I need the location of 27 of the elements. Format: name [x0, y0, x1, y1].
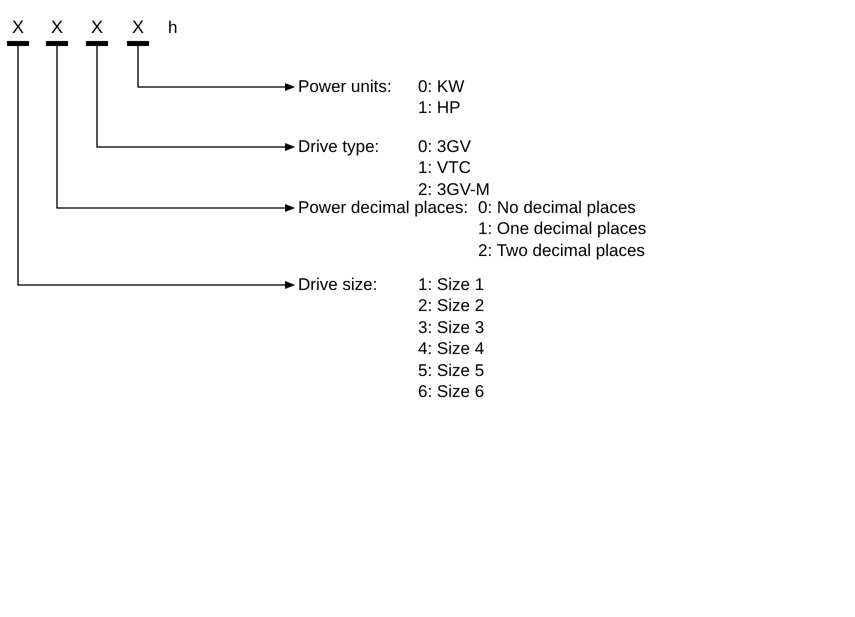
arrow [137, 46, 295, 91]
option-text: 1: VTC [418, 158, 471, 178]
option-text: 1: HP [418, 98, 461, 118]
arrow [17, 46, 295, 289]
placeholder-letter: X [10, 16, 25, 38]
field-name: Power decimal places: [298, 198, 468, 218]
arrow [96, 46, 295, 151]
option-text: 0: 3GV [418, 137, 471, 157]
field-name: Drive type: [298, 137, 380, 157]
option-text: 2: Two decimal places [478, 240, 645, 261]
option-text: 4: Size 4 [418, 339, 484, 360]
option-text: 0: KW [418, 77, 464, 97]
suffix-letter: h [168, 18, 178, 38]
placeholder-letter: X [130, 16, 145, 38]
placeholder-letter: X [50, 16, 64, 38]
option-text: 5: Size 5 [418, 360, 484, 381]
option-text: 2: Size 2 [418, 296, 484, 316]
option-text: 1: Size 1 [418, 275, 484, 295]
option-text: 0: No decimal places [478, 198, 636, 218]
field-name: Power units: [298, 77, 392, 97]
option-text: 1: One decimal places [478, 219, 646, 240]
placeholder-letter: X [90, 16, 104, 38]
option-text: 6: Size 6 [418, 382, 484, 402]
option-text: 3: Size 3 [418, 318, 484, 338]
option-text: 2: 3GV-M [418, 180, 490, 200]
field-name: Drive size: [298, 275, 378, 295]
arrow [56, 46, 295, 212]
